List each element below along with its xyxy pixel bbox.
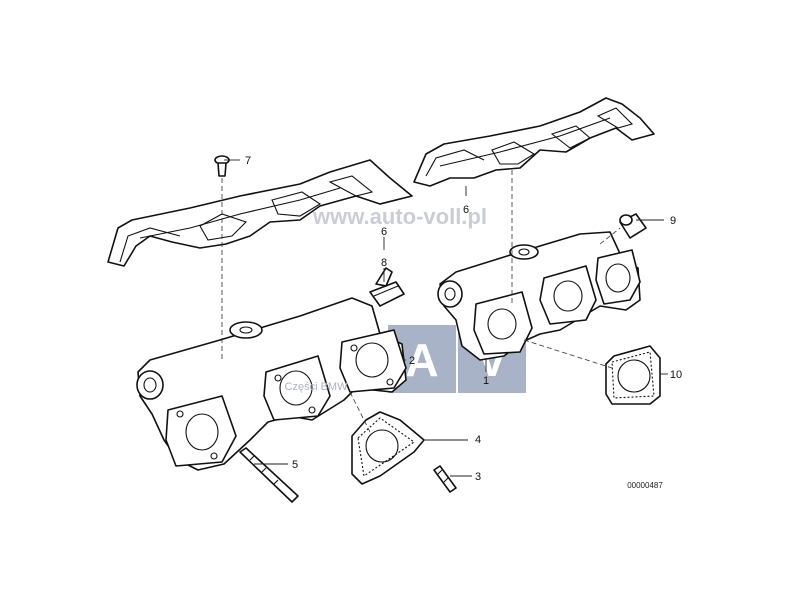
gasket-part-10 [605, 345, 661, 405]
callout-6-right: 6 [463, 204, 469, 216]
exhaust-manifold-left [136, 297, 407, 471]
watermark-url: www.auto-voll.pl [312, 204, 487, 229]
callout-5: 5 [292, 459, 298, 471]
alignment-lines [221, 170, 621, 433]
callout-9: 9 [670, 215, 676, 227]
callout-6-left: 6 [381, 226, 387, 238]
exhaust-manifold-right [437, 231, 641, 361]
callout-4: 4 [475, 434, 481, 446]
leader-lines [224, 159, 668, 477]
connector-part-9 [619, 213, 647, 239]
bolt-part-7 [214, 155, 230, 177]
watermark-letter-a: A [405, 334, 438, 386]
callout-7: 7 [245, 155, 251, 167]
callout-8: 8 [381, 257, 387, 269]
callout-1: 1 [483, 375, 489, 387]
watermark-subtitle: Części BMW [285, 381, 349, 393]
connector-part-8 [369, 267, 405, 307]
heat-shield-left [107, 159, 413, 267]
stud-part-5 [239, 447, 299, 503]
callout-3: 3 [475, 471, 481, 483]
gasket-part-4 [351, 411, 425, 485]
diagram-reference-code: 00000487 [627, 481, 663, 490]
heat-shield-right [413, 97, 655, 187]
stud-part-3 [433, 465, 457, 493]
callout-2: 2 [409, 355, 415, 367]
callout-10: 10 [670, 369, 682, 381]
